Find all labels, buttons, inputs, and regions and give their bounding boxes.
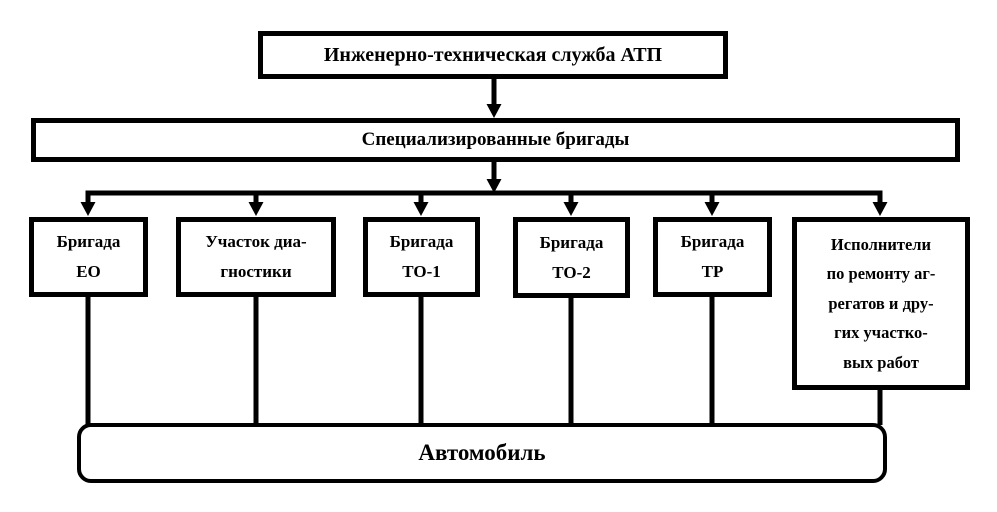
arrow-branch-to-unit-2 <box>248 193 264 216</box>
unit-box-label: Участок диа- гностики <box>205 232 307 281</box>
unit-box-label: Бригада ТО-2 <box>539 232 604 282</box>
arrow-branch-to-unit-1 <box>80 191 96 216</box>
unit-box-label: Бригада ЕО <box>56 232 121 281</box>
unit-box-uchastok-diagnostiki: Участок диа- гностики <box>176 217 336 297</box>
unit-box-brigada-eo: Бригада ЕО <box>29 217 148 297</box>
arrow-level2-to-branchline <box>486 161 502 193</box>
unit-box-label: Бригада ТО-1 <box>389 232 454 281</box>
bottom-box-avtomobil: Автомобиль <box>77 423 887 483</box>
unit-box-brigada-to1: Бригада ТО-1 <box>363 217 480 297</box>
level2-box-specialized-brigades: Специализированные бригады <box>31 118 960 162</box>
arrow-title-to-level2 <box>486 79 502 118</box>
arrow-branch-to-unit-4 <box>563 193 579 216</box>
bottom-box-label: Автомобиль <box>418 440 546 465</box>
unit-box-brigada-to2: Бригада ТО-2 <box>513 217 630 298</box>
arrow-branch-to-unit-5 <box>704 193 720 216</box>
title-box-engineering-service: Инженерно-техническая служба АТП <box>258 31 728 79</box>
level2-box-label: Специализированные бригады <box>361 129 630 150</box>
arrow-branch-to-unit-6 <box>872 191 888 216</box>
unit-box-label: Бригада ТР <box>680 232 745 281</box>
unit-box-ispolniteli-remonta: Исполнители по ремонту аг- регатов и дру… <box>792 217 970 390</box>
unit-box-brigada-tr: Бригада ТР <box>653 217 772 297</box>
arrow-branch-to-unit-3 <box>413 193 429 216</box>
title-box-label: Инженерно-техническая служба АТП <box>323 43 663 66</box>
unit-box-label: Исполнители по ремонту аг- регатов и дру… <box>826 235 936 372</box>
